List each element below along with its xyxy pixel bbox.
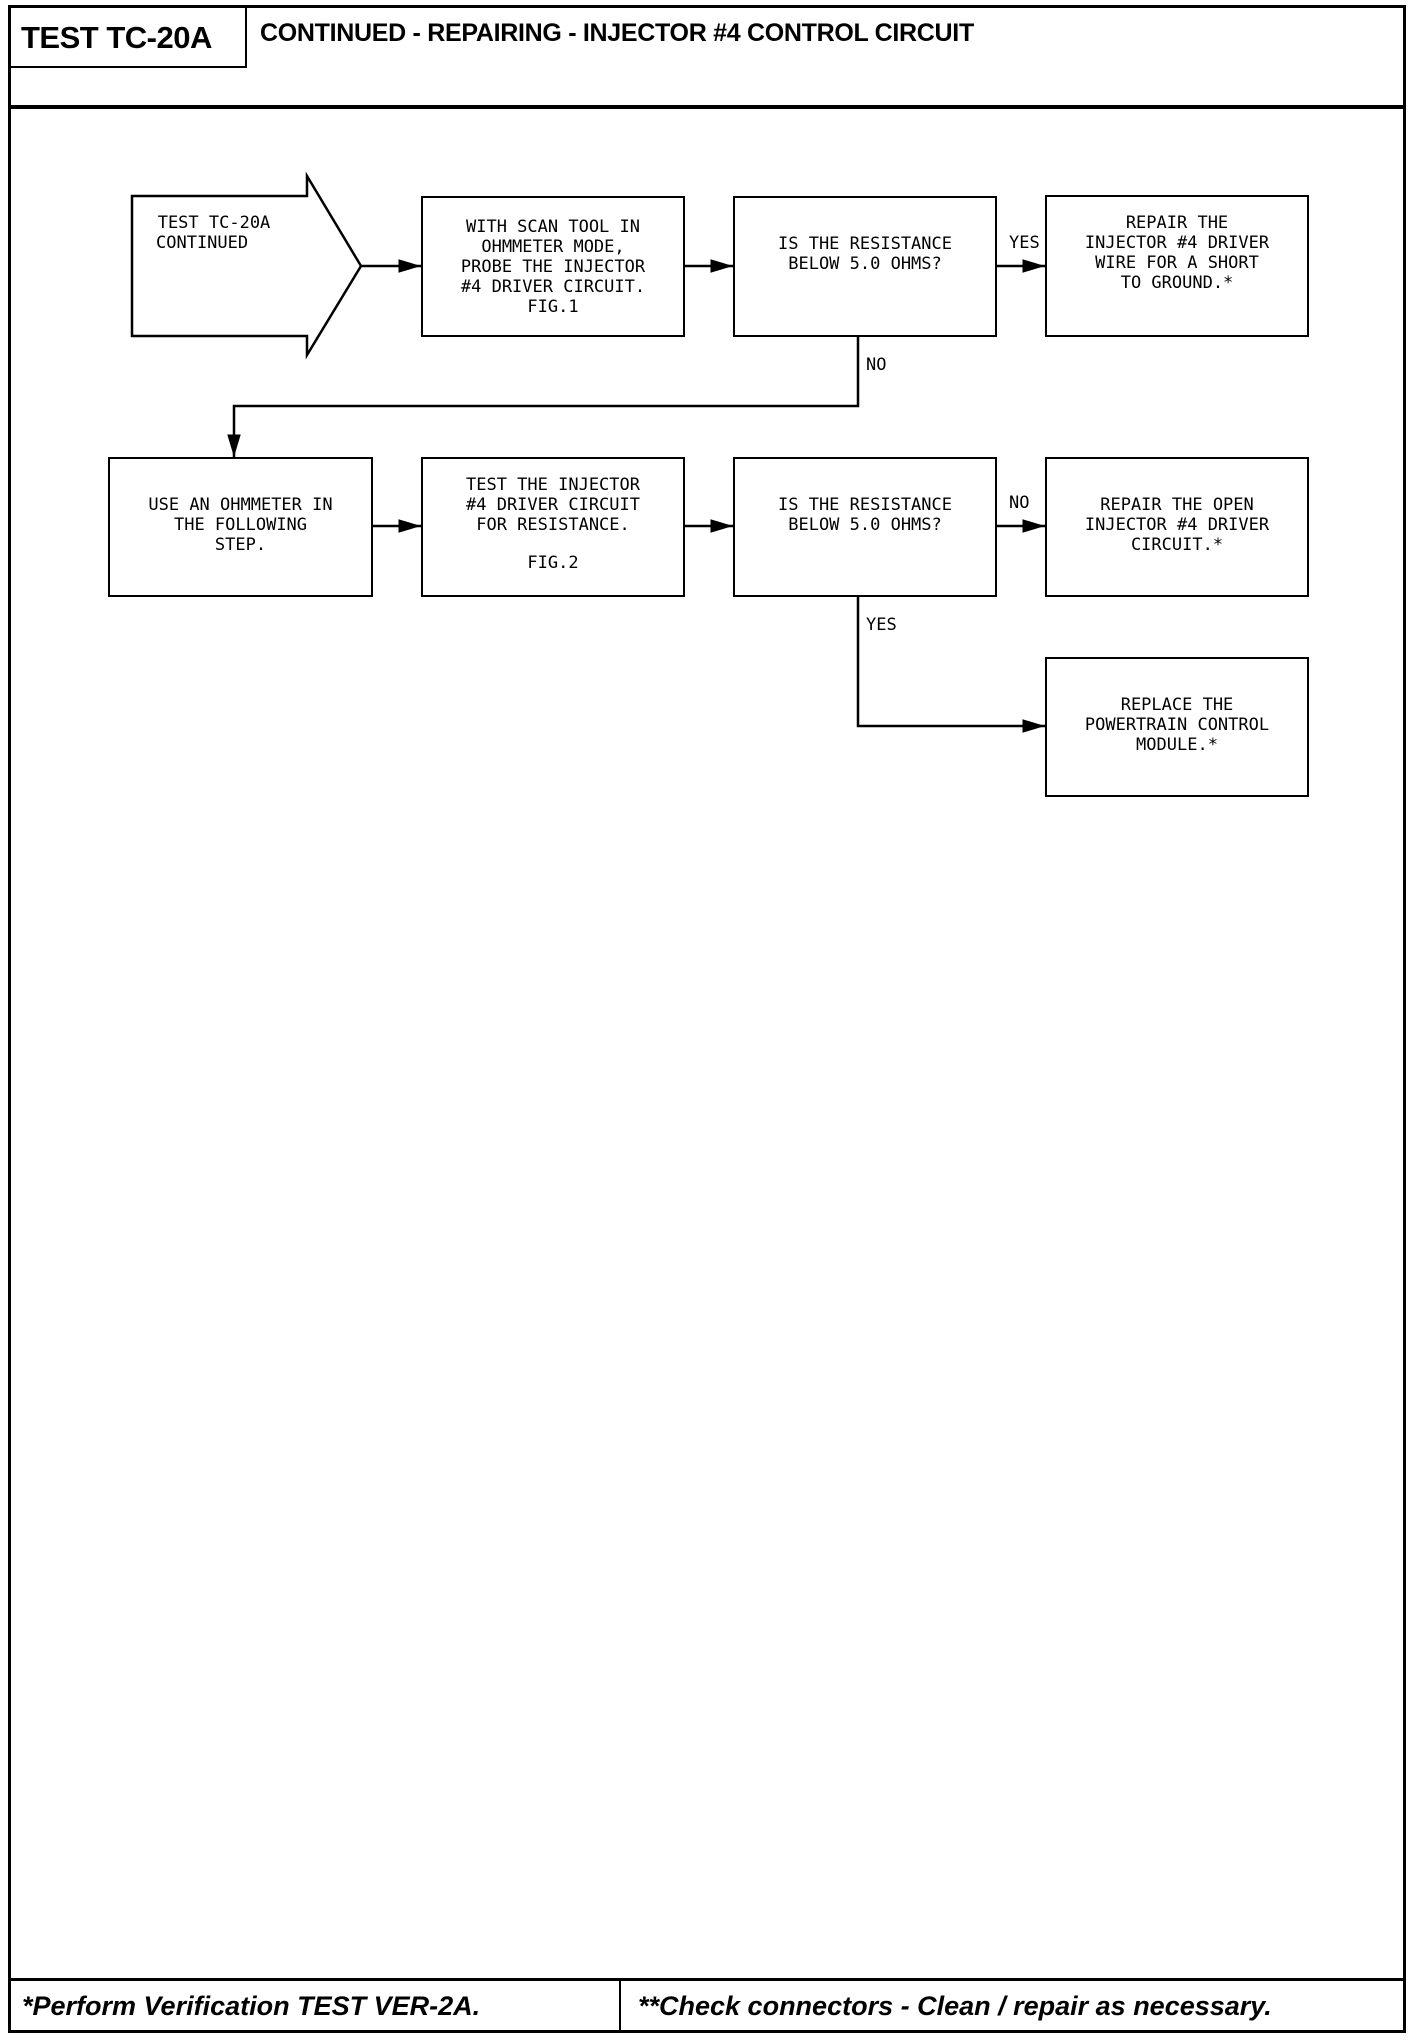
replace-pcm-box: REPLACE THE POWERTRAIN CONTROL MODULE.*: [1045, 657, 1309, 797]
step1-line-1: WITH SCAN TOOL IN: [466, 216, 640, 237]
repair-open-line-3: CIRCUIT.*: [1130, 535, 1224, 555]
start-line-2: CONTINUED: [156, 233, 249, 253]
decision2-line-1: IS THE RESISTANCE: [778, 495, 952, 515]
ohmmeter-step-box: USE AN OHMMETER IN THE FOLLOWING STEP.: [108, 457, 373, 597]
start-node: TEST TC-20A CONTINUED: [150, 213, 278, 253]
decision1-line-1: IS THE RESISTANCE: [778, 234, 952, 254]
repair-short-line-1: REPAIR THE: [1125, 213, 1229, 233]
ohmmeter-line-2: THE FOLLOWING: [173, 515, 308, 535]
repair-open-line-1: REPAIR THE OPEN: [1100, 495, 1254, 515]
footnote-verification: *Perform Verification TEST VER-2A.: [22, 1991, 481, 2021]
label-no-2: NO: [1009, 493, 1030, 513]
step2-line-3: FOR RESISTANCE.: [476, 515, 630, 535]
page-header: TEST TC-20A CONTINUED - REPAIRING - INJE…: [8, 5, 1406, 109]
connector-decision2-yes: [856, 596, 1045, 733]
step1-line-2: OHMMETER MODE,: [481, 236, 625, 257]
step1-box: WITH SCAN TOOL IN OHMMETER MODE, PROBE T…: [421, 196, 685, 337]
step1-line-3: PROBE THE INJECTOR: [460, 256, 646, 277]
test-id: TEST TC-20A: [11, 8, 247, 68]
label-no-1: NO: [866, 355, 887, 375]
label-yes-2: YES: [866, 615, 897, 635]
repair-short-line-4: TO GROUND.*: [1120, 273, 1234, 293]
start-arrow-shape: [130, 171, 363, 360]
decision2-box: IS THE RESISTANCE BELOW 5.0 OHMS?: [733, 457, 997, 597]
decision2-line-2: BELOW 5.0 OHMS?: [788, 515, 942, 535]
decision1-box: IS THE RESISTANCE BELOW 5.0 OHMS?: [733, 196, 997, 337]
step2-box: TEST THE INJECTOR #4 DRIVER CIRCUIT FOR …: [421, 457, 685, 597]
decision1-line-2: BELOW 5.0 OHMS?: [788, 254, 942, 274]
footer-divider: [619, 1981, 621, 2033]
replace-pcm-line-3: MODULE.*: [1136, 735, 1218, 755]
ohmmeter-line-1: USE AN OHMMETER IN: [148, 495, 333, 515]
page-frame: [8, 5, 1406, 2033]
step1-line-5: FIG.1: [527, 296, 579, 317]
replace-pcm-line-2: POWERTRAIN CONTROL: [1084, 715, 1270, 735]
step2-line-1: TEST THE INJECTOR: [466, 475, 640, 495]
repair-open-line-2: INJECTOR #4 DRIVER: [1084, 515, 1270, 535]
ohmmeter-line-3: STEP.: [214, 535, 267, 555]
start-line-1: TEST TC-20A: [157, 213, 271, 233]
replace-pcm-line-1: REPLACE THE: [1120, 695, 1234, 715]
step2-line-2: #4 DRIVER CIRCUIT: [466, 495, 640, 515]
step2-fig: FIG.2: [527, 553, 579, 573]
repair-short-line-3: WIRE FOR A SHORT: [1095, 253, 1259, 273]
page-title: CONTINUED - REPAIRING - INJECTOR #4 CONT…: [260, 19, 974, 47]
repair-short-box: REPAIR THE INJECTOR #4 DRIVER WIRE FOR A…: [1045, 195, 1309, 337]
repair-short-line-2: INJECTOR #4 DRIVER: [1084, 233, 1270, 253]
page-footer: *Perform Verification TEST VER-2A. **Che…: [8, 1978, 1406, 2033]
label-yes-1: YES: [1009, 233, 1040, 253]
repair-open-box: REPAIR THE OPEN INJECTOR #4 DRIVER CIRCU…: [1045, 457, 1309, 597]
step1-line-4: #4 DRIVER CIRCUIT.: [460, 276, 646, 297]
connector-decision1-no: [227, 336, 860, 457]
footnote-connectors: **Check connectors - Clean / repair as n…: [638, 1991, 1272, 2021]
